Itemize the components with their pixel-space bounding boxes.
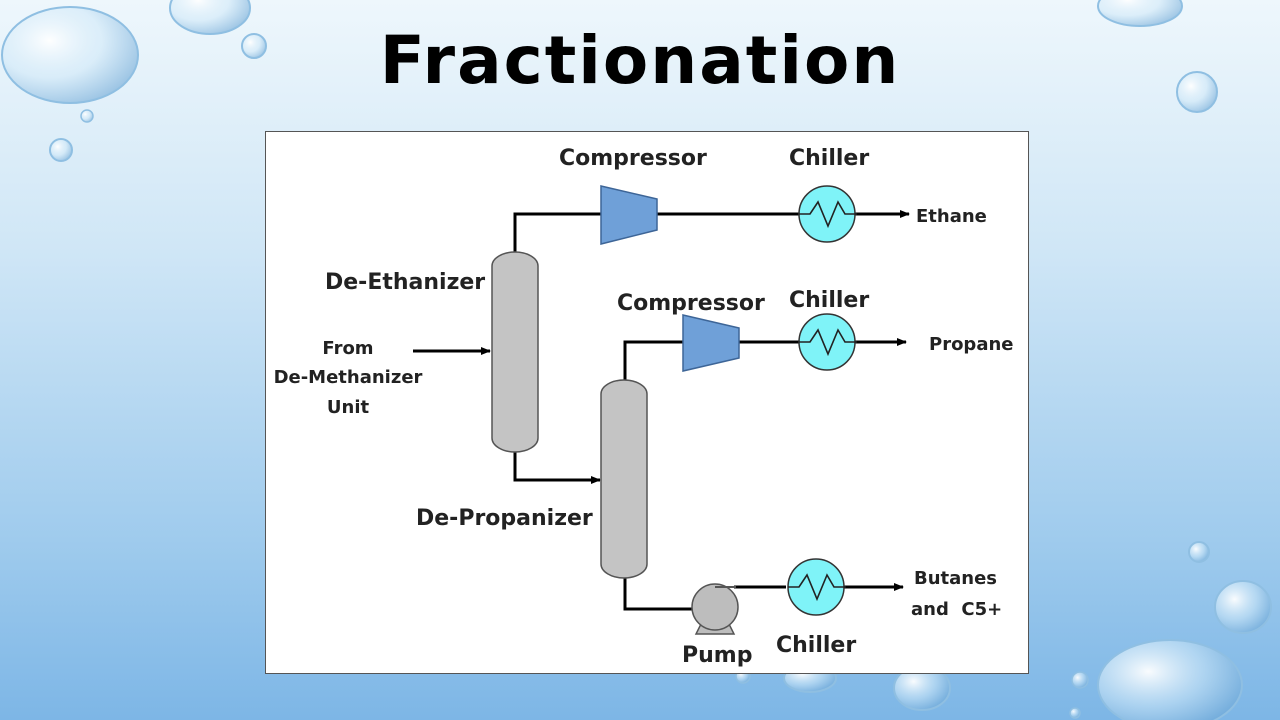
droplet <box>1214 580 1272 634</box>
droplet <box>80 109 94 123</box>
chiller-mid-unit <box>798 313 857 371</box>
droplet <box>169 0 251 35</box>
slide-title: Fractionation <box>379 22 901 99</box>
propanizer-overhead-pipe <box>623 340 684 381</box>
diagram-canvas: Compressor Chiller Ethane De-Ethanizer C… <box>274 146 1014 668</box>
propanizer-bottoms-pipe <box>623 578 694 611</box>
compressor-top <box>600 185 658 245</box>
droplet <box>1097 0 1183 27</box>
droplet <box>1188 541 1210 563</box>
pump-unit <box>691 583 739 635</box>
feed-label-line3: Unit <box>327 397 370 418</box>
propane-label: Propane <box>929 334 1014 355</box>
droplet <box>1069 707 1081 719</box>
droplet <box>241 33 267 59</box>
chiller-bottom-label: Chiller <box>776 633 856 658</box>
heat-exchanger-coil-icon <box>799 200 857 229</box>
chiller-top-unit <box>798 185 857 243</box>
pump-label: Pump <box>682 643 752 668</box>
chiller-bottom-unit <box>787 558 846 616</box>
ethane-label: Ethane <box>916 206 987 227</box>
ethanizer-bottoms-pipe <box>513 452 601 484</box>
feed-label-line1: From <box>322 338 373 359</box>
ethanizer-overhead-pipe <box>513 212 602 253</box>
compressor-mid-label: Compressor <box>617 291 765 316</box>
droplet <box>1071 671 1089 689</box>
process-flow-diagram: Compressor Chiller Ethane De-Ethanizer C… <box>265 131 1029 674</box>
heat-exchanger-coil-icon <box>799 328 857 357</box>
chiller-top-label: Chiller <box>789 146 869 171</box>
droplet <box>1097 639 1243 720</box>
compressor-mid <box>682 314 740 372</box>
droplet <box>49 138 73 162</box>
de-propanizer-label: De-Propanizer <box>416 506 593 531</box>
chiller-mid-label: Chiller <box>789 288 869 313</box>
de-propanizer-column <box>600 379 648 579</box>
droplet <box>1176 71 1218 113</box>
butanes-label-line1: Butanes <box>914 568 997 589</box>
de-ethanizer-column <box>491 251 539 453</box>
pump-body <box>691 583 739 631</box>
de-ethanizer-label: De-Ethanizer <box>325 270 485 295</box>
droplet <box>1 6 139 104</box>
heat-exchanger-coil-icon <box>788 573 846 602</box>
feed-label-line2: De-Methanizer <box>274 367 423 388</box>
compressor-top-label: Compressor <box>559 146 707 171</box>
butanes-label-line2: and C5+ <box>911 599 1002 620</box>
